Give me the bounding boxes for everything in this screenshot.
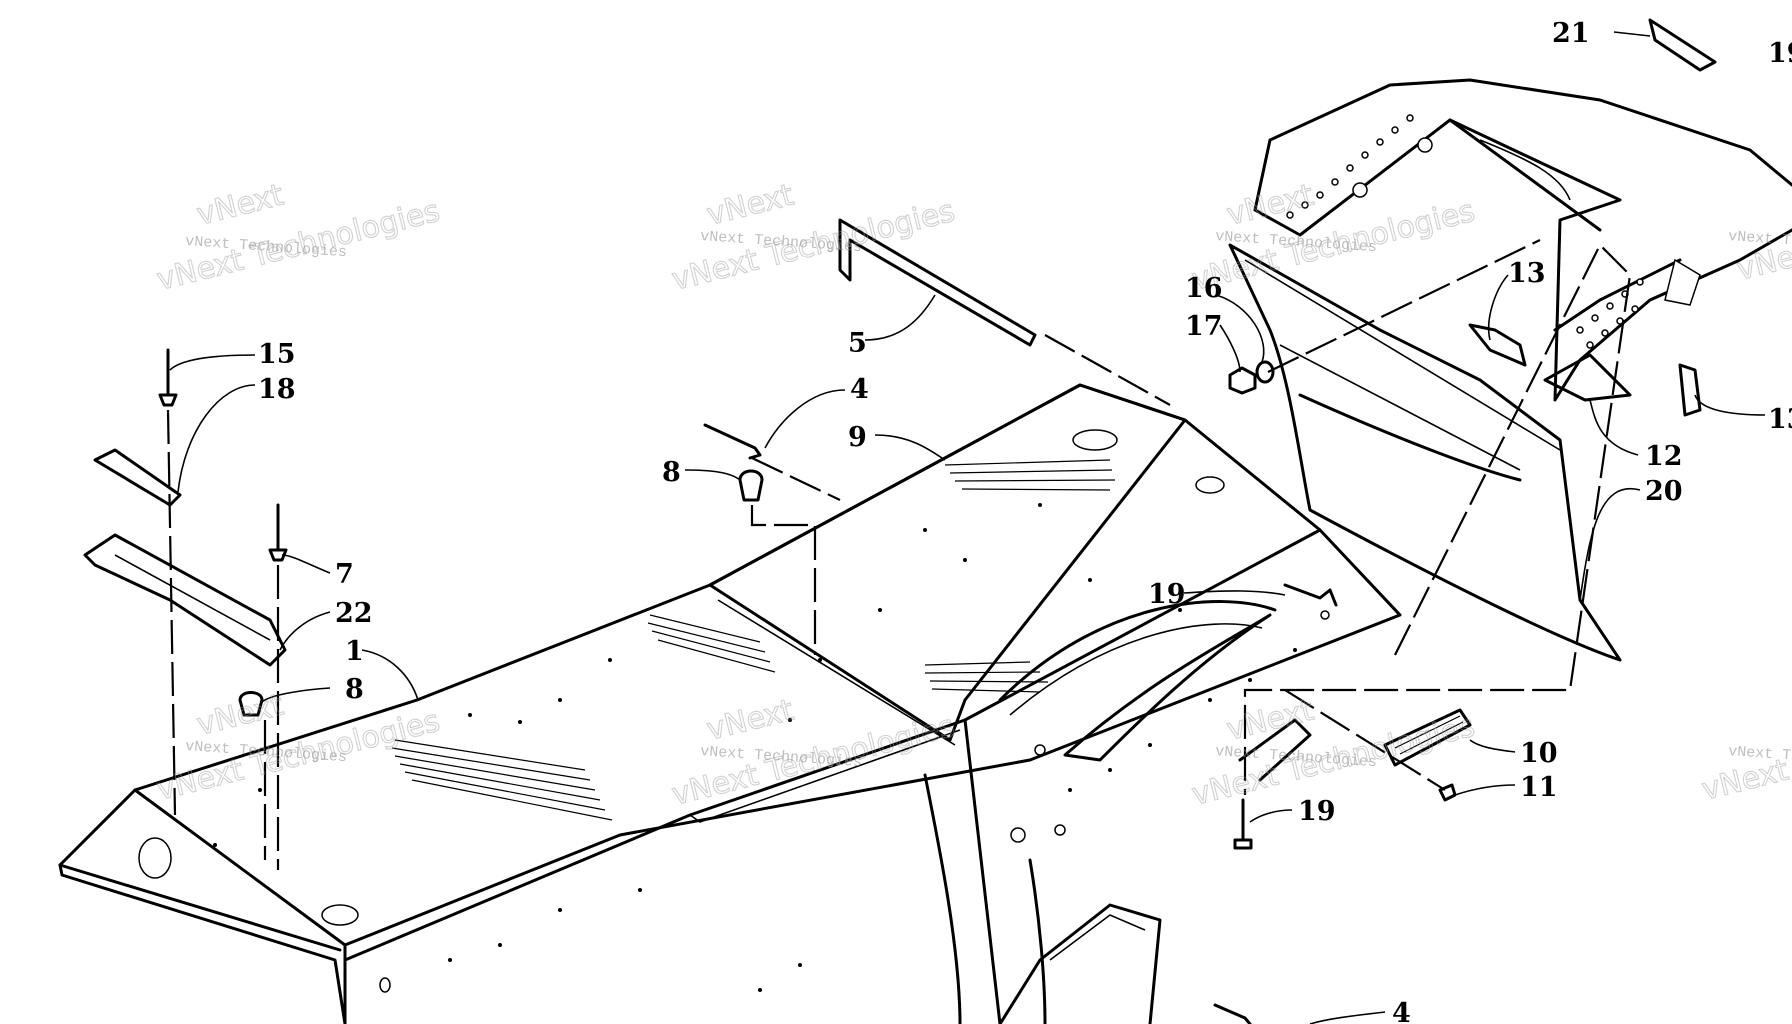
- nut-part-17: [1228, 366, 1257, 395]
- assembly-phantom-lines: [166, 239, 1632, 870]
- callout-20: 20: [1645, 476, 1683, 507]
- callout-22: 22: [335, 598, 373, 629]
- callout-21: 21: [1552, 18, 1590, 49]
- strip-part-5: [838, 218, 1037, 347]
- rivet-part-15: [158, 348, 178, 407]
- callout-5: 5: [848, 328, 867, 359]
- reflector-part-10: [1383, 708, 1472, 767]
- plate-part-18: [93, 448, 182, 507]
- callout-18: 18: [258, 374, 296, 405]
- watermark-3: vNext vNext Technologies vNext Technolog…: [1188, 177, 1479, 298]
- callout-19-mid: 19: [1148, 579, 1186, 610]
- snow-flap-part-20: [1228, 243, 1622, 662]
- callout-4-bottom: 4: [1392, 998, 1411, 1024]
- rear-bumper-assembly: [1253, 78, 1792, 402]
- reflector-part-21: [1648, 18, 1717, 72]
- rivet-part-4-top: [703, 423, 762, 460]
- watermark-7: vNext vNext Technologies vNext Technolog…: [1188, 692, 1479, 813]
- watermark-1: vNext vNext Technologies vNext Technolog…: [153, 177, 444, 298]
- callout-11: 11: [1520, 772, 1558, 803]
- callout-7: 7: [335, 559, 354, 590]
- bolt-part-19-mid: [1283, 583, 1338, 607]
- surface-hatching: [391, 459, 1116, 821]
- clip-part-13-right: [1678, 363, 1702, 417]
- callout-1: 1: [345, 636, 364, 667]
- clip-part-13-upper: [1468, 323, 1527, 367]
- callout-13-right: 13: [1768, 404, 1792, 435]
- callout-4-top: 4: [850, 374, 869, 405]
- callout-19-top: 19: [1768, 38, 1792, 69]
- bumper-perforations: [1286, 114, 1644, 349]
- watermark-brand: vNext: [703, 693, 797, 748]
- callout-8-left: 8: [345, 674, 364, 705]
- plug-part-8-center: [738, 469, 764, 502]
- callout-8-center: 8: [662, 457, 681, 488]
- leader-lines: [169, 31, 1766, 1024]
- callout-labels: 21 19 16 17 13 13 12 20 15 18 7 22 1 8 5…: [258, 18, 1792, 1024]
- callout-19-low: 19: [1298, 796, 1336, 827]
- watermark-brand: vNext: [193, 178, 287, 233]
- watermark-brand: vNext: [703, 178, 797, 233]
- watermark-brand: vNext: [1223, 178, 1317, 233]
- watermark-2: vNext vNext Technologies vNext Technolog…: [668, 177, 959, 298]
- callout-15: 15: [258, 339, 296, 370]
- rivet-part-7: [268, 503, 288, 562]
- callout-13-upper: 13: [1508, 258, 1546, 289]
- callout-10: 10: [1520, 738, 1558, 769]
- rivet-dots: [213, 503, 1297, 992]
- callout-17: 17: [1185, 311, 1223, 342]
- tunnel-holes: [138, 429, 1330, 993]
- callout-9: 9: [848, 422, 867, 453]
- bracket-part-22: [83, 533, 287, 667]
- watermark-4: vNext Technologies vNext Technologies: [1728, 183, 1792, 288]
- callout-12: 12: [1645, 441, 1683, 472]
- watermark-6: vNext vNext Technologies vNext Technolog…: [668, 692, 959, 813]
- reflector-10-grid: [1394, 715, 1466, 761]
- tunnel-part-1: [58, 383, 1402, 1024]
- washer-part-16: [1255, 360, 1275, 384]
- bolt-part-19-low: [1233, 798, 1253, 850]
- plug-part-8-left: [238, 691, 264, 717]
- rivet-part-4-bottom: [1213, 1003, 1252, 1024]
- callout-16: 16: [1185, 273, 1223, 304]
- watermark-8: vNext Technologies vNext Technologies: [1698, 703, 1792, 808]
